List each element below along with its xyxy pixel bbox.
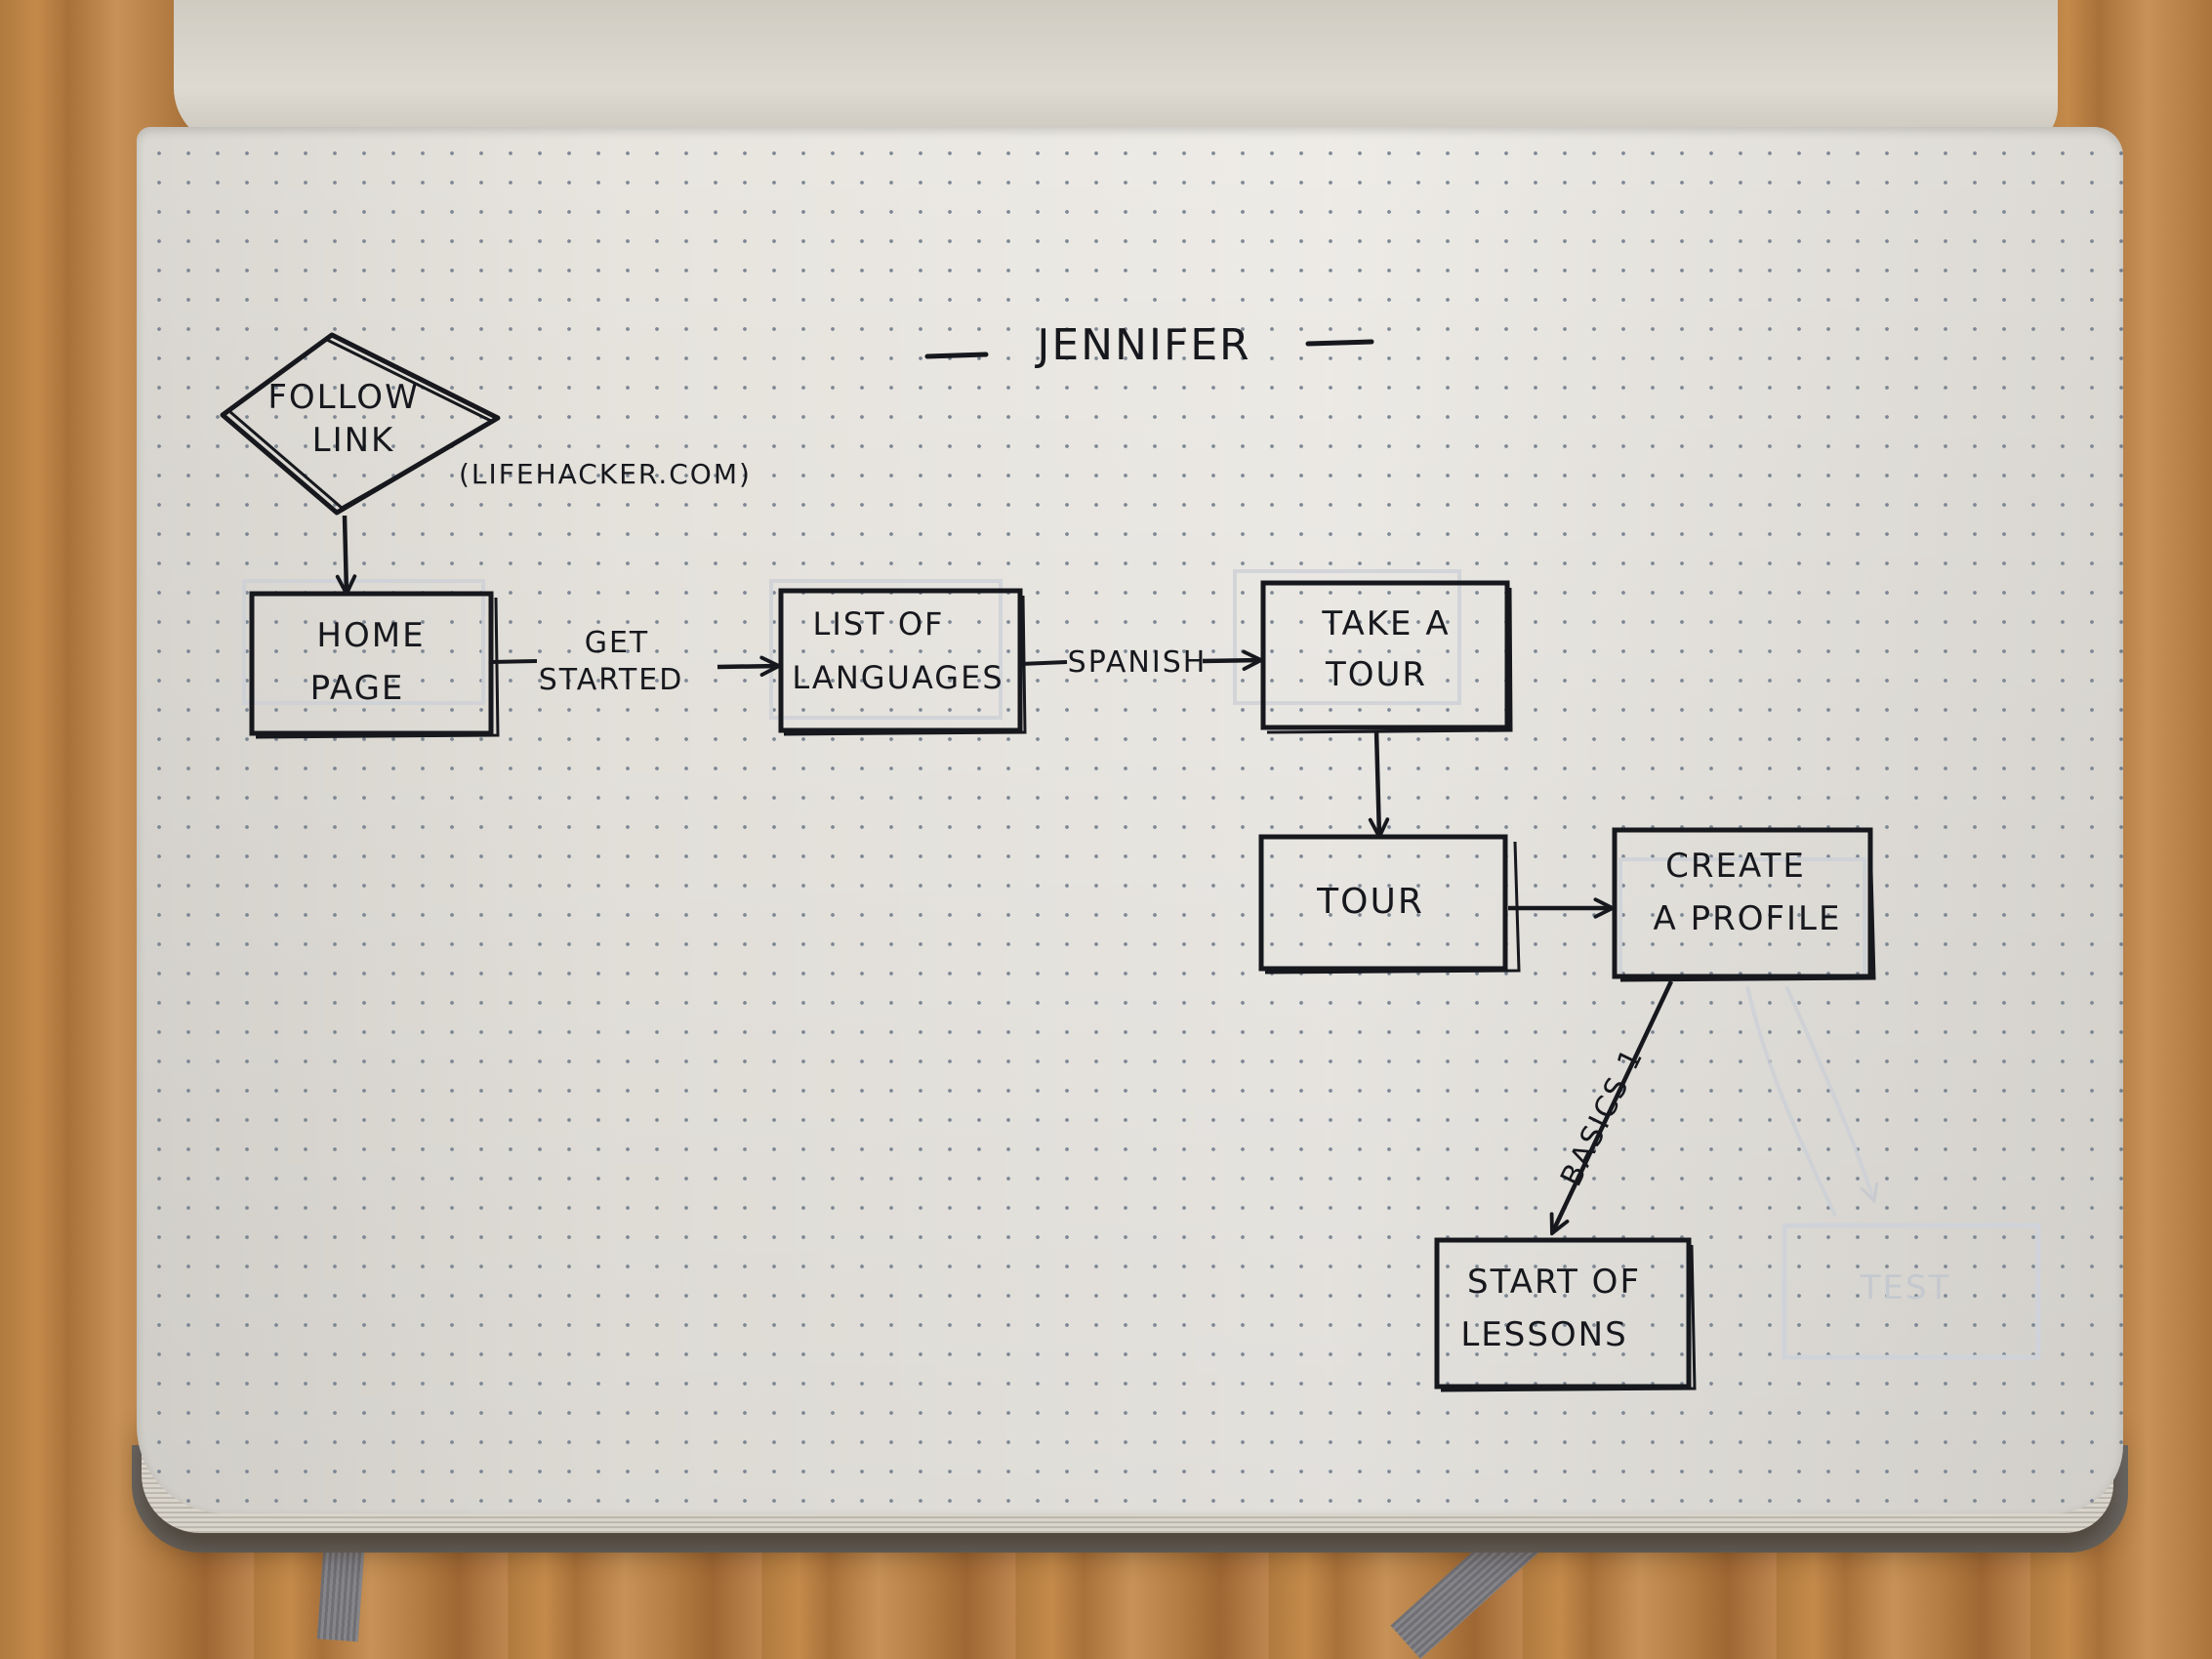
edge-languages-tour <box>1019 660 1068 666</box>
notebook-back-page <box>174 0 2058 146</box>
edge-label-get-started: STARTED <box>539 663 684 697</box>
node-start-of-lessons: START OF LESSONS <box>1434 1237 1697 1392</box>
node-label-line: A PROFILE <box>1654 899 1842 938</box>
node-label-line: TEST <box>1860 1268 1951 1307</box>
node-tour: TOUR <box>1258 834 1521 975</box>
node-take-a-tour: TAKE A TOUR <box>1260 580 1513 734</box>
node-label-line: TOUR <box>1325 655 1427 694</box>
node-label-line: CREATE <box>1665 847 1806 886</box>
node-test-faded: TEST <box>1782 1223 2041 1360</box>
edge-label-basics: BASICS 1 <box>1554 1042 1651 1191</box>
node-label-line: HOME <box>316 616 425 655</box>
node-label-line: LESSONS <box>1460 1315 1627 1354</box>
node-label-line: LIST OF <box>813 605 945 643</box>
node-label-line: PAGE <box>310 669 405 708</box>
node-create-a-profile: CREATE A PROFILE <box>1612 827 1876 982</box>
edge-profile-lessons <box>1552 980 1674 1233</box>
edge-home-languages <box>717 666 779 667</box>
node-follow-link: FOLLOW LINK (LIFEHACKER.COM) <box>220 332 752 516</box>
node-label-line: TAKE A <box>1321 604 1450 643</box>
edge-languages-tour <box>1202 660 1261 661</box>
node-home-page: HOME PAGE <box>249 591 500 739</box>
node-list-of-languages: LIST OF LANGUAGES <box>778 588 1027 736</box>
edge-label-spanish: SPANISH <box>1068 645 1208 680</box>
edge-home-languages <box>490 659 538 664</box>
node-label-line: LINK <box>312 421 395 460</box>
diagram-title: JENNIFER <box>924 320 1374 370</box>
node-label-line: TOUR <box>1316 882 1424 922</box>
edge-takeatour-tour <box>1376 729 1379 837</box>
node-label-line: LANGUAGES <box>792 659 1004 696</box>
dotted-page <box>137 127 2123 1514</box>
node-label-line: START OF <box>1467 1263 1641 1302</box>
node-label-line: FOLLOW <box>267 378 419 417</box>
annotation-lifehacker: (LIFEHACKER.COM) <box>459 458 752 490</box>
title-text: JENNIFER <box>1034 320 1250 370</box>
edge-label-get-started: GET <box>585 626 650 660</box>
edge-follow-home <box>345 515 347 594</box>
